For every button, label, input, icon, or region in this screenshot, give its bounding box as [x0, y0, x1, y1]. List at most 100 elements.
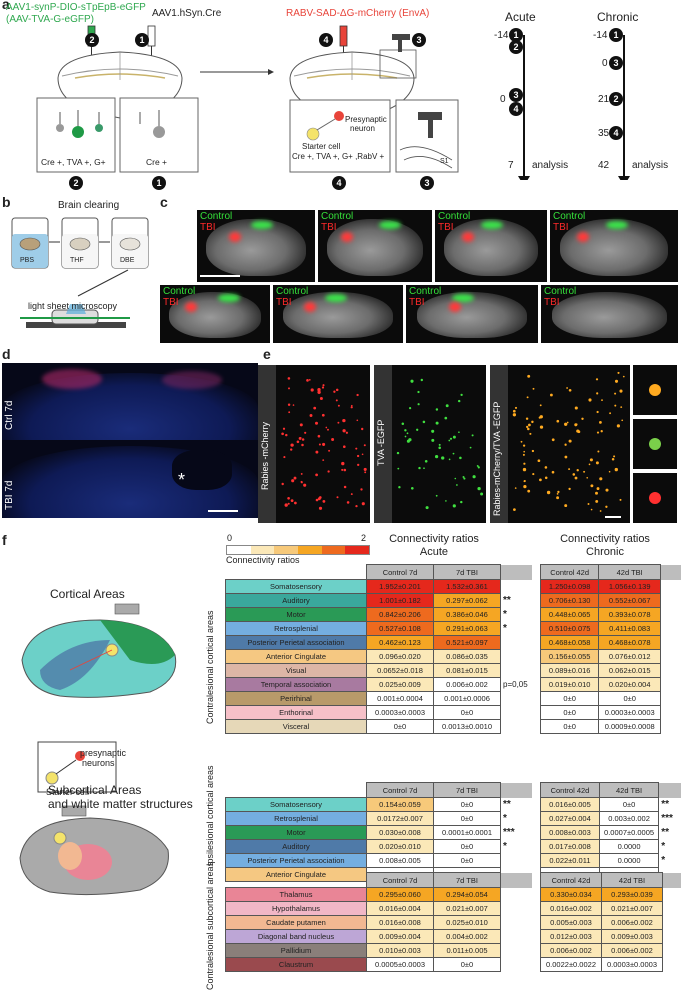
chronic-table-title-2: Chronic — [586, 546, 624, 558]
cell-dot — [549, 393, 553, 397]
cell-dot — [595, 491, 598, 495]
ratio-cell: 0.096±0.020 — [366, 649, 434, 664]
e-rabies-image — [258, 365, 370, 523]
ratio-cell: 0.022±0.011 — [540, 853, 600, 868]
cell-dot — [345, 431, 349, 434]
cell-dot — [445, 500, 447, 502]
ratio-cell: 0.842±0.206 — [366, 607, 434, 622]
ratio-cell: 0.552±0.067 — [598, 593, 662, 608]
cell-dot — [401, 422, 405, 426]
cell-dot — [586, 476, 589, 479]
cell-dot — [292, 404, 295, 406]
scale-swatch — [345, 546, 370, 554]
cell-dot — [313, 406, 317, 410]
cell-dot — [596, 392, 599, 395]
cell-dot — [287, 403, 291, 407]
table-header: Control 7d — [366, 872, 434, 888]
ratio-cell: 0.295±0.060 — [366, 887, 434, 902]
cell-dot — [614, 379, 619, 383]
cell-dot — [404, 435, 407, 438]
significance-marker — [661, 580, 681, 594]
cell-dot — [287, 377, 291, 380]
significance-marker — [501, 854, 532, 868]
cell-dot — [614, 392, 617, 395]
cell-dot — [590, 484, 594, 488]
cell-dot — [574, 406, 578, 410]
cell-dot — [356, 393, 359, 397]
significance-marker — [661, 720, 681, 734]
c-tbi-label: TBI — [553, 222, 569, 233]
cell-dot — [409, 407, 412, 410]
cell-dot — [304, 431, 307, 434]
c-tbi-label: TBI — [276, 297, 292, 308]
s1-label: S1 — [440, 158, 449, 165]
cell-dot — [596, 410, 599, 414]
cell-dot — [588, 463, 591, 466]
step-circle-2: 2 — [85, 33, 99, 47]
ratio-cell: 0.0172±0.007 — [366, 811, 434, 826]
cell-dot — [420, 378, 424, 382]
step-circle-4b: 4 — [332, 176, 346, 190]
ratio-cell: 0.001±0.0006 — [433, 691, 501, 706]
presynaptic-label: Presynaptic — [345, 115, 387, 124]
cell-dot — [441, 456, 445, 460]
significance-marker — [501, 902, 532, 916]
cell-dot — [317, 497, 321, 501]
significance-marker — [501, 930, 532, 944]
cell-dot — [595, 461, 599, 465]
cell-dot — [595, 499, 599, 503]
significance-marker: * — [503, 623, 507, 634]
cell-dot — [532, 387, 535, 390]
cell-dot — [512, 409, 516, 413]
ratio-cell: 0.011±0.005 — [433, 943, 501, 958]
cell-dot — [514, 487, 517, 489]
significance-marker: *** — [503, 827, 515, 838]
cell-dot — [605, 505, 608, 508]
ratio-cell: 0.0007±0.0005 — [598, 825, 660, 840]
virus3-label: RABV-SAD-ΔG-mCherry (EnvA) — [286, 8, 430, 19]
significance-marker — [501, 720, 532, 734]
cell-dot — [319, 396, 323, 401]
table-header: 7d TBI — [433, 872, 501, 888]
cell-dot — [583, 470, 586, 473]
vial-label-dbe: DBE — [120, 257, 135, 264]
table-header: Control 42d — [540, 872, 602, 888]
cell-dot — [364, 471, 367, 474]
ratio-cell: 1.952±0.201 — [366, 579, 434, 594]
cell-dot — [301, 443, 304, 447]
cell-dot — [609, 412, 612, 415]
cell-dot — [456, 484, 458, 486]
cell-dot — [321, 413, 325, 417]
region-name: Thalamus — [225, 887, 367, 902]
cell-dot — [616, 424, 620, 428]
subcortical-title-1: Subcortical Areas — [48, 783, 142, 797]
cell-dot — [514, 406, 518, 409]
side-label-contra-cortical: Contralesional cortical areas — [205, 610, 215, 724]
cell-dot — [356, 419, 359, 422]
starter-label: Starter cell — [302, 142, 341, 151]
ratio-cell: 0.016±0.004 — [366, 901, 434, 916]
ratio-cell: 0.020±0.010 — [366, 839, 434, 854]
region-name: Retrosplenial — [225, 621, 367, 636]
region-name: Auditory — [225, 593, 367, 608]
cell-dot — [469, 446, 472, 449]
cell-dot — [599, 421, 602, 424]
cell-dot — [299, 437, 302, 439]
c-control-label: Control — [553, 211, 586, 222]
cell-dot — [301, 438, 305, 441]
cell-dot — [343, 485, 347, 489]
scale-label: Connectivity ratios — [226, 555, 300, 565]
region-name: Claustrum — [225, 957, 367, 972]
panel-label-b: b — [2, 194, 11, 210]
cell-dot — [522, 453, 525, 456]
scale-swatch — [227, 546, 251, 554]
ratio-cell: 0.297±0.062 — [433, 593, 501, 608]
